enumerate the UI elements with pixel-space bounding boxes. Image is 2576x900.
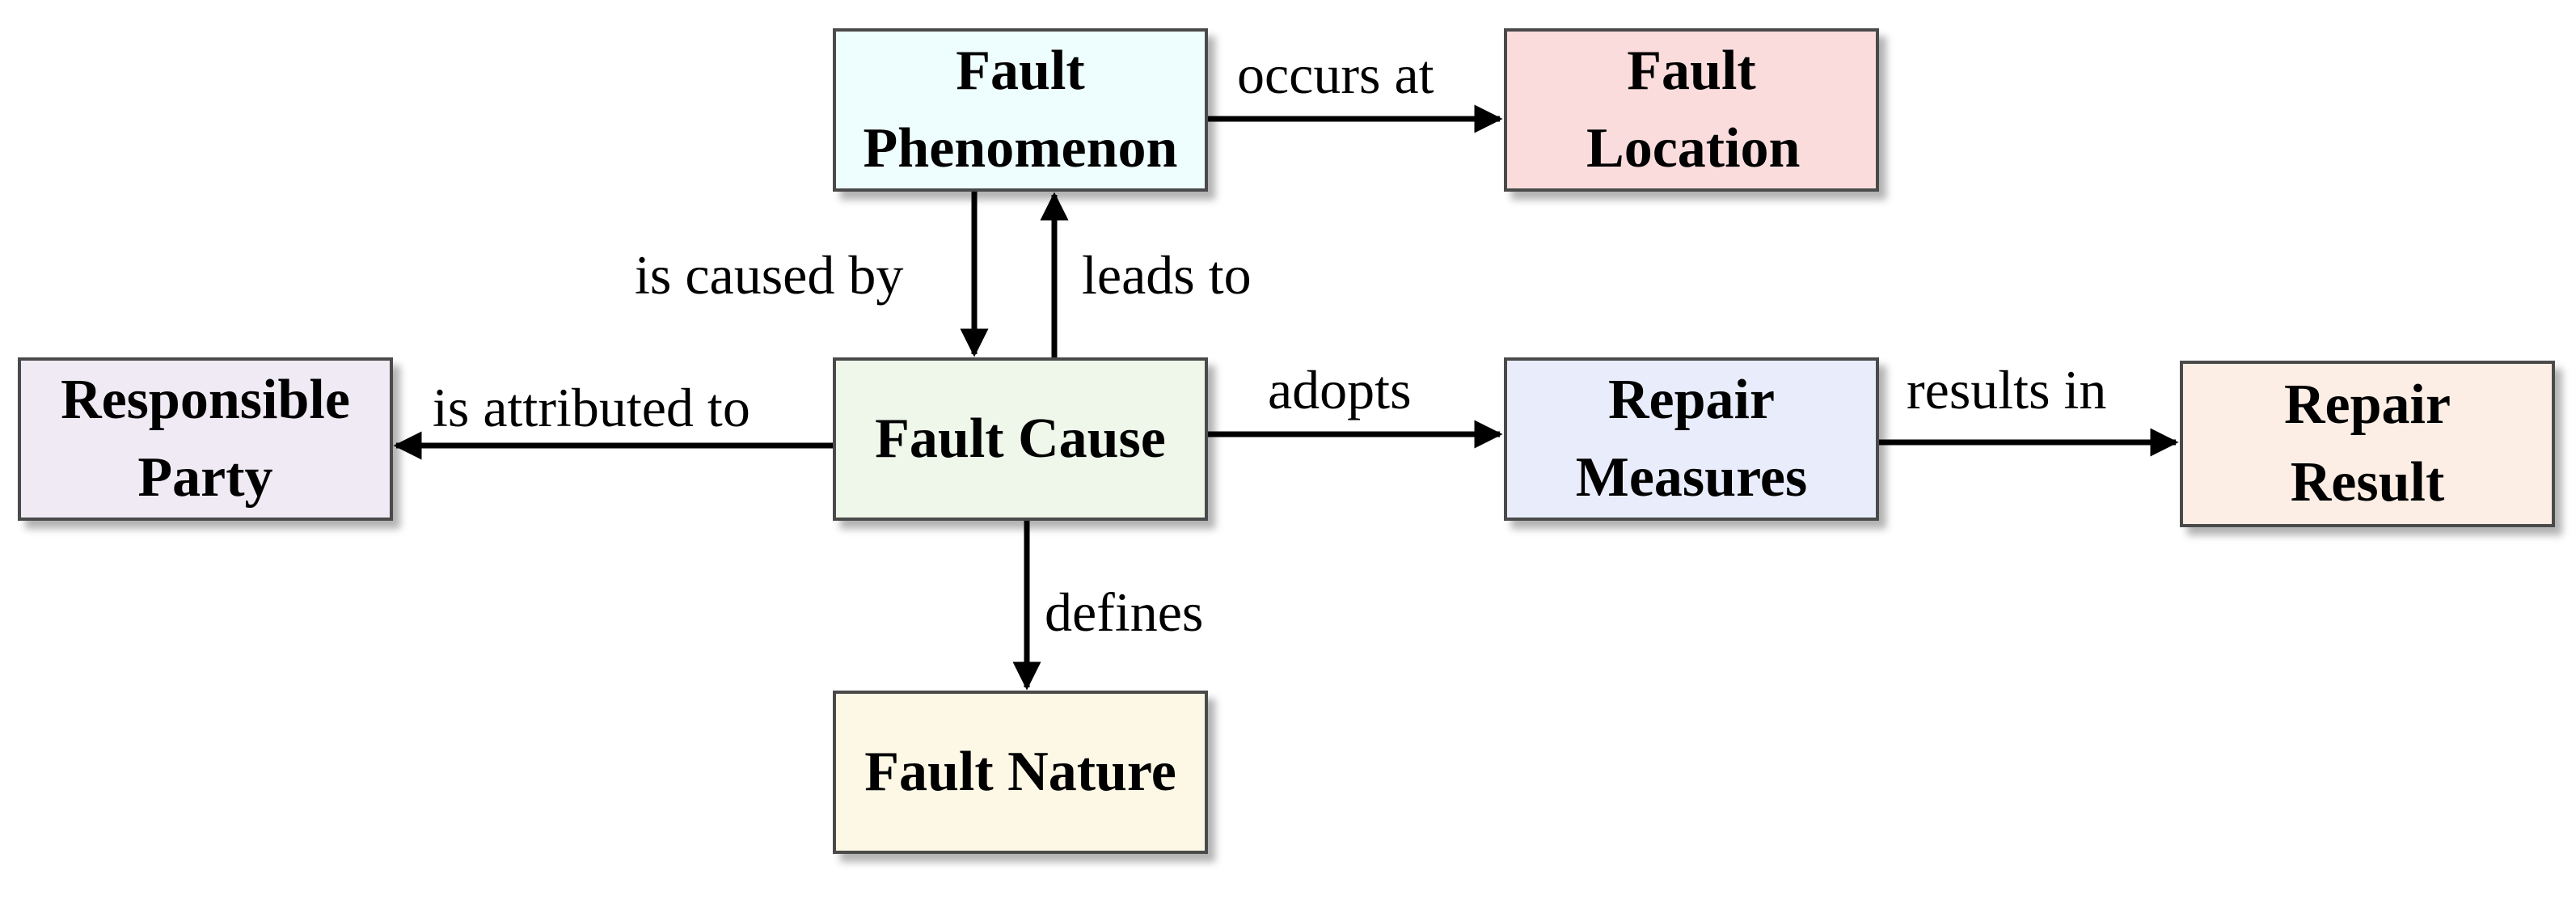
node-repair-measures: Repair Measures [1504,357,1879,521]
node-responsible-party-label: Responsible Party [61,369,350,509]
node-fault-cause: Fault Cause [833,357,1208,521]
node-repair-measures-label: Repair Measures [1575,369,1808,509]
node-fault-cause-label: Fault Cause [875,408,1166,470]
edge-label-results-in: results in [1907,359,2107,420]
node-repair-result-label: Repair Result [2283,374,2451,513]
node-fault-nature: Fault Nature [833,691,1208,854]
node-fault-location: Fault Location [1504,28,1879,192]
node-responsible-party: Responsible Party [18,357,393,521]
node-fault-phenomenon-label: Fault Phenomenon [863,40,1178,180]
edge-label-defines: defines [1045,581,1204,643]
node-fault-phenomenon: Fault Phenomenon [833,28,1208,192]
node-fault-nature-label: Fault Nature [864,741,1176,803]
edge-label-is-caused-by: is caused by [635,244,904,306]
node-repair-result: Repair Result [2180,361,2555,527]
edge-label-occurs-at: occurs at [1237,44,1434,105]
edge-label-leads-to: leads to [1082,244,1252,306]
edge-label-adopts: adopts [1268,359,1412,420]
edge-label-is-attributed-to: is attributed to [433,377,750,438]
node-fault-location-label: Fault Location [1586,40,1801,180]
